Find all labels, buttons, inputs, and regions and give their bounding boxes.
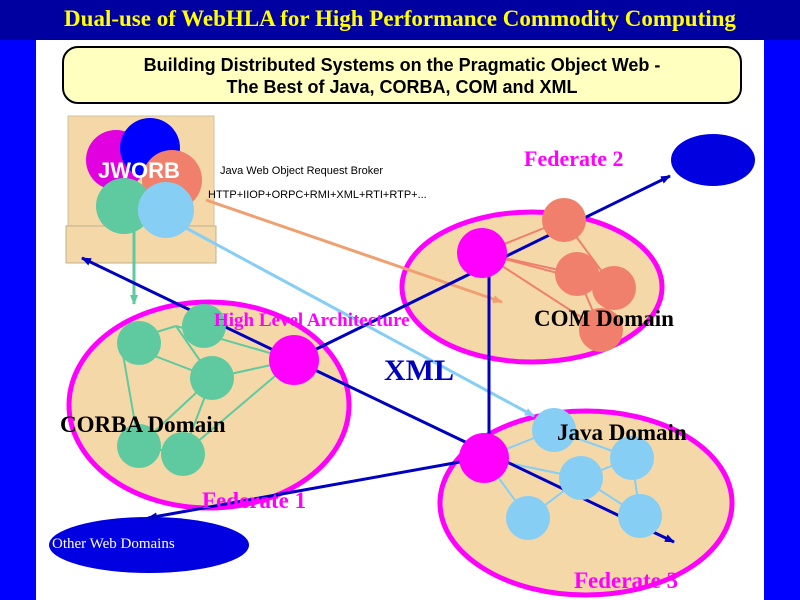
slide-title: Dual-use of WebHLA for High Performance … <box>64 6 736 31</box>
corba-node <box>161 432 205 476</box>
com-node <box>555 252 599 296</box>
corba-node <box>190 356 234 400</box>
jworb-label: JWORB <box>98 158 180 183</box>
java-node <box>610 436 654 480</box>
corba-node <box>117 424 161 468</box>
jworb-circle-green <box>96 178 152 234</box>
left-border <box>0 40 36 600</box>
com-domain-label: COM Domain <box>534 306 674 331</box>
hla-label: High Level Architecture <box>214 310 410 331</box>
corba-node <box>182 304 226 348</box>
java-node <box>559 456 603 500</box>
other-web-domains-blob <box>49 517 249 573</box>
hla-line-upper-left <box>81 256 295 362</box>
java-node <box>618 494 662 538</box>
federate3-label: Federate 3 <box>574 568 679 593</box>
jworb-protocols: HTTP+IIOP+ORPC+RMI+XML+RTI+RTP+... <box>208 189 427 201</box>
java-node <box>532 408 576 452</box>
federate3-domain <box>437 408 735 598</box>
java-domain-label: Java Domain <box>557 420 687 445</box>
right-border <box>764 40 800 600</box>
federate3-hub <box>459 433 509 483</box>
other-web-domains-label: Other Web Domains <box>52 536 175 552</box>
diagram-svg <box>49 115 755 598</box>
subtitle-line-1: Building Distributed Systems on the Prag… <box>143 55 661 75</box>
federate1-label: Federate 1 <box>202 488 307 513</box>
corba-domain-label: CORBA Domain <box>60 412 226 437</box>
jworb-circle-lightblue <box>138 182 194 238</box>
federate2-hub <box>457 228 507 278</box>
java-node <box>506 496 550 540</box>
corba-node <box>117 321 161 365</box>
subtitle-line-2: The Best of Java, CORBA, COM and XML <box>226 77 578 97</box>
federate2-label: Federate 2 <box>524 146 624 171</box>
com-node <box>579 308 623 352</box>
diagram-canvas: Building Distributed Systems on the Prag… <box>36 40 764 600</box>
top-right-blob <box>671 134 755 186</box>
xml-label: XML <box>384 354 454 387</box>
federate1-hub <box>269 335 319 385</box>
com-node <box>542 198 586 242</box>
title-bar <box>0 0 800 40</box>
com-node <box>592 266 636 310</box>
subtitle-box: Building Distributed Systems on the Prag… <box>62 46 742 104</box>
hla-line-to-other-web <box>147 456 483 521</box>
jworb-description: Java Web Object Request Broker <box>220 165 384 177</box>
jworb-to-java-arrow <box>185 226 535 418</box>
jworb-to-com-arrow <box>205 198 503 304</box>
